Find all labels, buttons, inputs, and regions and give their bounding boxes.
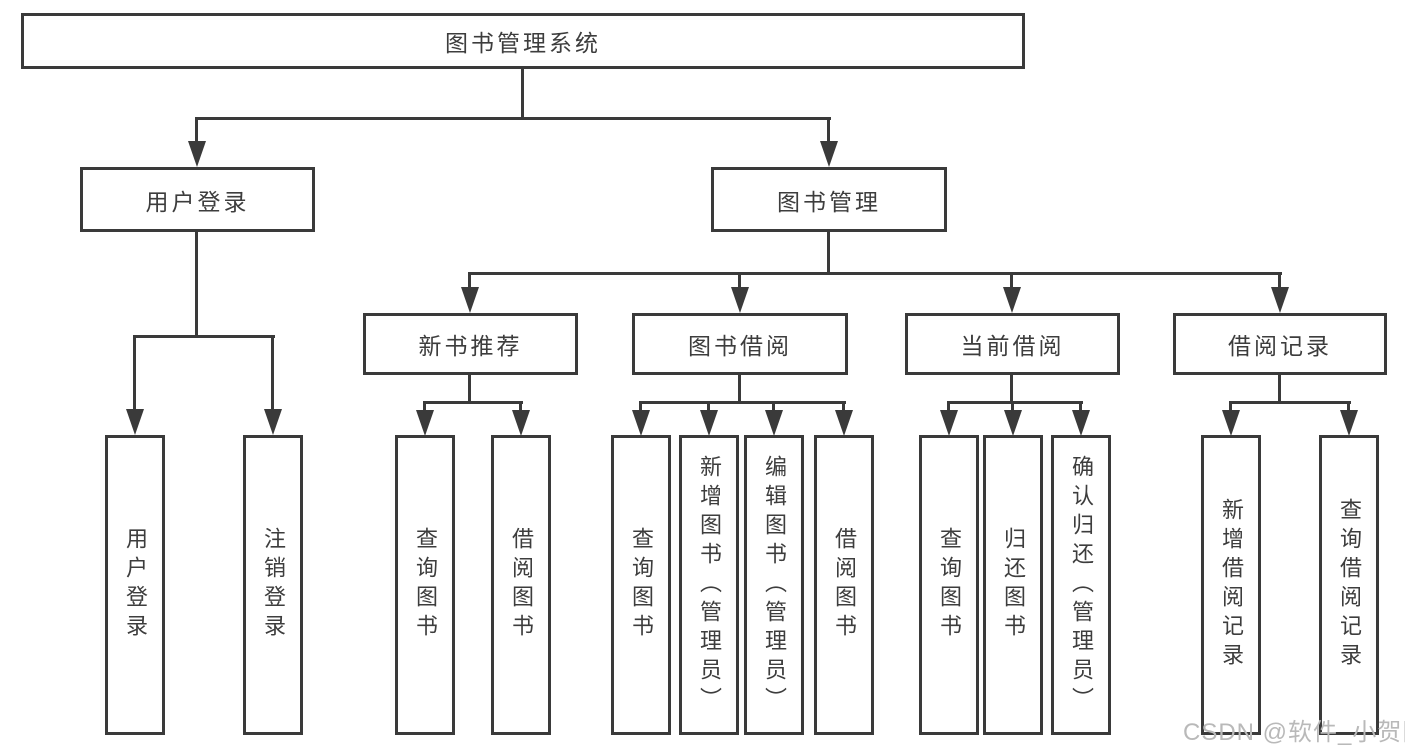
arrowhead-down-icon bbox=[835, 410, 853, 436]
connector-line bbox=[195, 117, 831, 120]
leaf-add-borrow-record: 新增借阅记录 bbox=[1201, 435, 1261, 735]
leaf-confirm-return-admin: 确认归还（管理员） bbox=[1051, 435, 1111, 735]
node-user-login-label: 用户登录 bbox=[145, 188, 250, 215]
connector-line bbox=[827, 117, 830, 143]
connector-line bbox=[1278, 375, 1281, 404]
arrowhead-down-icon bbox=[188, 141, 206, 167]
connector-line bbox=[423, 401, 523, 404]
leaf-query-books-recommend: 查询图书 bbox=[395, 435, 455, 735]
node-new-book-recommend-label: 新书推荐 bbox=[418, 333, 523, 359]
arrowhead-down-icon bbox=[1222, 410, 1240, 436]
connector-line bbox=[1229, 401, 1232, 412]
connector-line bbox=[519, 401, 522, 412]
connector-line bbox=[195, 117, 198, 143]
arrowhead-down-icon bbox=[512, 410, 530, 436]
arrowhead-down-icon bbox=[1072, 410, 1090, 436]
leaf-return-books: 归还图书 bbox=[983, 435, 1043, 735]
connector-line bbox=[1010, 272, 1013, 289]
arrowhead-down-icon bbox=[632, 410, 650, 436]
connector-line bbox=[639, 401, 642, 412]
arrowhead-down-icon bbox=[700, 410, 718, 436]
connector-line bbox=[827, 232, 830, 274]
connector-line bbox=[195, 232, 198, 335]
node-book-management-label: 图书管理 bbox=[777, 188, 881, 215]
connector-line bbox=[1229, 401, 1351, 404]
connector-line bbox=[738, 272, 741, 289]
arrowhead-down-icon bbox=[1004, 410, 1022, 436]
connector-line bbox=[133, 335, 275, 338]
arrowhead-down-icon bbox=[126, 409, 144, 435]
node-book-borrow-label: 图书借阅 bbox=[688, 333, 792, 359]
leaf-query-books-current: 查询图书 bbox=[919, 435, 979, 735]
node-borrow-record: 借阅记录 bbox=[1173, 313, 1387, 375]
connector-line bbox=[639, 401, 846, 404]
connector-line bbox=[271, 335, 274, 411]
connector-line bbox=[468, 272, 471, 289]
connector-line bbox=[1079, 401, 1082, 412]
arrowhead-down-icon bbox=[1003, 287, 1021, 313]
arrowhead-down-icon bbox=[765, 410, 783, 436]
connector-line bbox=[1011, 401, 1014, 412]
connector-line bbox=[1347, 401, 1350, 412]
leaf-add-books-admin: 新增图书（管理员） bbox=[679, 435, 739, 735]
connector-line bbox=[1278, 272, 1281, 289]
leaf-query-borrow-record: 查询借阅记录 bbox=[1319, 435, 1379, 735]
node-user-login: 用户登录 bbox=[80, 167, 315, 232]
arrowhead-down-icon bbox=[264, 409, 282, 435]
connector-line bbox=[707, 401, 710, 412]
connector-line bbox=[521, 69, 524, 117]
leaf-logout: 注销登录 bbox=[243, 435, 303, 735]
csdn-watermark: CSDN @软件_小贺同学 bbox=[1183, 719, 1405, 746]
leaf-user-login: 用户登录 bbox=[105, 435, 165, 735]
arrowhead-down-icon bbox=[731, 287, 749, 313]
connector-line bbox=[1010, 375, 1013, 404]
arrowhead-down-icon bbox=[940, 410, 958, 436]
connector-line bbox=[133, 335, 136, 411]
arrowhead-down-icon bbox=[1340, 410, 1358, 436]
arrowhead-down-icon bbox=[1271, 287, 1289, 313]
leaf-borrow-books: 借阅图书 bbox=[814, 435, 874, 735]
node-book-borrow: 图书借阅 bbox=[632, 313, 848, 375]
node-current-borrow-label: 当前借阅 bbox=[960, 333, 1065, 359]
connector-line bbox=[947, 401, 950, 412]
node-root: 图书管理系统 bbox=[21, 13, 1025, 69]
leaf-query-books-borrow: 查询图书 bbox=[611, 435, 671, 735]
node-root-label: 图书管理系统 bbox=[445, 30, 601, 56]
node-current-borrow: 当前借阅 bbox=[905, 313, 1120, 375]
node-borrow-record-label: 借阅记录 bbox=[1228, 333, 1332, 359]
arrowhead-down-icon bbox=[461, 287, 479, 313]
connector-line bbox=[468, 272, 1282, 275]
node-book-management: 图书管理 bbox=[711, 167, 947, 232]
connector-line bbox=[468, 375, 471, 404]
connector-line bbox=[772, 401, 775, 412]
connector-line bbox=[947, 401, 1083, 404]
connector-line bbox=[842, 401, 845, 412]
connector-line bbox=[738, 375, 741, 404]
arrowhead-down-icon bbox=[416, 410, 434, 436]
connector-line bbox=[423, 401, 426, 412]
arrowhead-down-icon bbox=[820, 141, 838, 167]
leaf-edit-books-admin: 编辑图书（管理员） bbox=[744, 435, 804, 735]
leaf-borrow-books-recommend: 借阅图书 bbox=[491, 435, 551, 735]
node-new-book-recommend: 新书推荐 bbox=[363, 313, 578, 375]
